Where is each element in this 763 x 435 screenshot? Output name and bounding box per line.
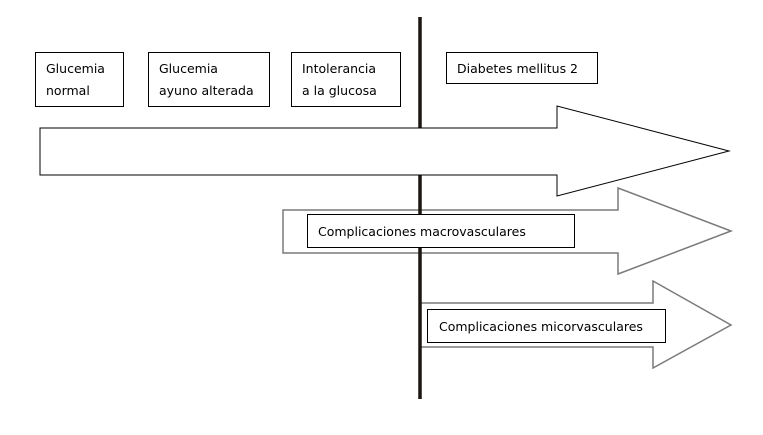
stage-intolerancia-glucosa: Intolerancia a la glucosa <box>291 52 401 107</box>
stage-label: Diabetes mellitus 2 <box>457 61 578 76</box>
stage-glucemia-ayuno-alterada: Glucemia ayuno alterada <box>148 52 270 107</box>
microvascular-label: Complicaciones micorvasculares <box>439 319 643 334</box>
stage-label: Glucemia <box>159 61 218 76</box>
stage-glucemia-normal: Glucemia normal <box>35 52 124 107</box>
stage-label: Glucemia <box>46 61 105 76</box>
stage-label: ayuno alterada <box>159 83 254 98</box>
microvascular-label-box: Complicaciones micorvasculares <box>427 309 666 343</box>
stage-label: Intolerancia <box>302 61 376 76</box>
progression-arrow <box>39 105 731 197</box>
macrovascular-label-box: Complicaciones macrovasculares <box>307 214 575 248</box>
stage-diabetes-mellitus-2: Diabetes mellitus 2 <box>446 52 598 84</box>
stage-label: a la glucosa <box>302 83 377 98</box>
stage-label: normal <box>46 83 90 98</box>
macrovascular-label: Complicaciones macrovasculares <box>318 224 526 239</box>
